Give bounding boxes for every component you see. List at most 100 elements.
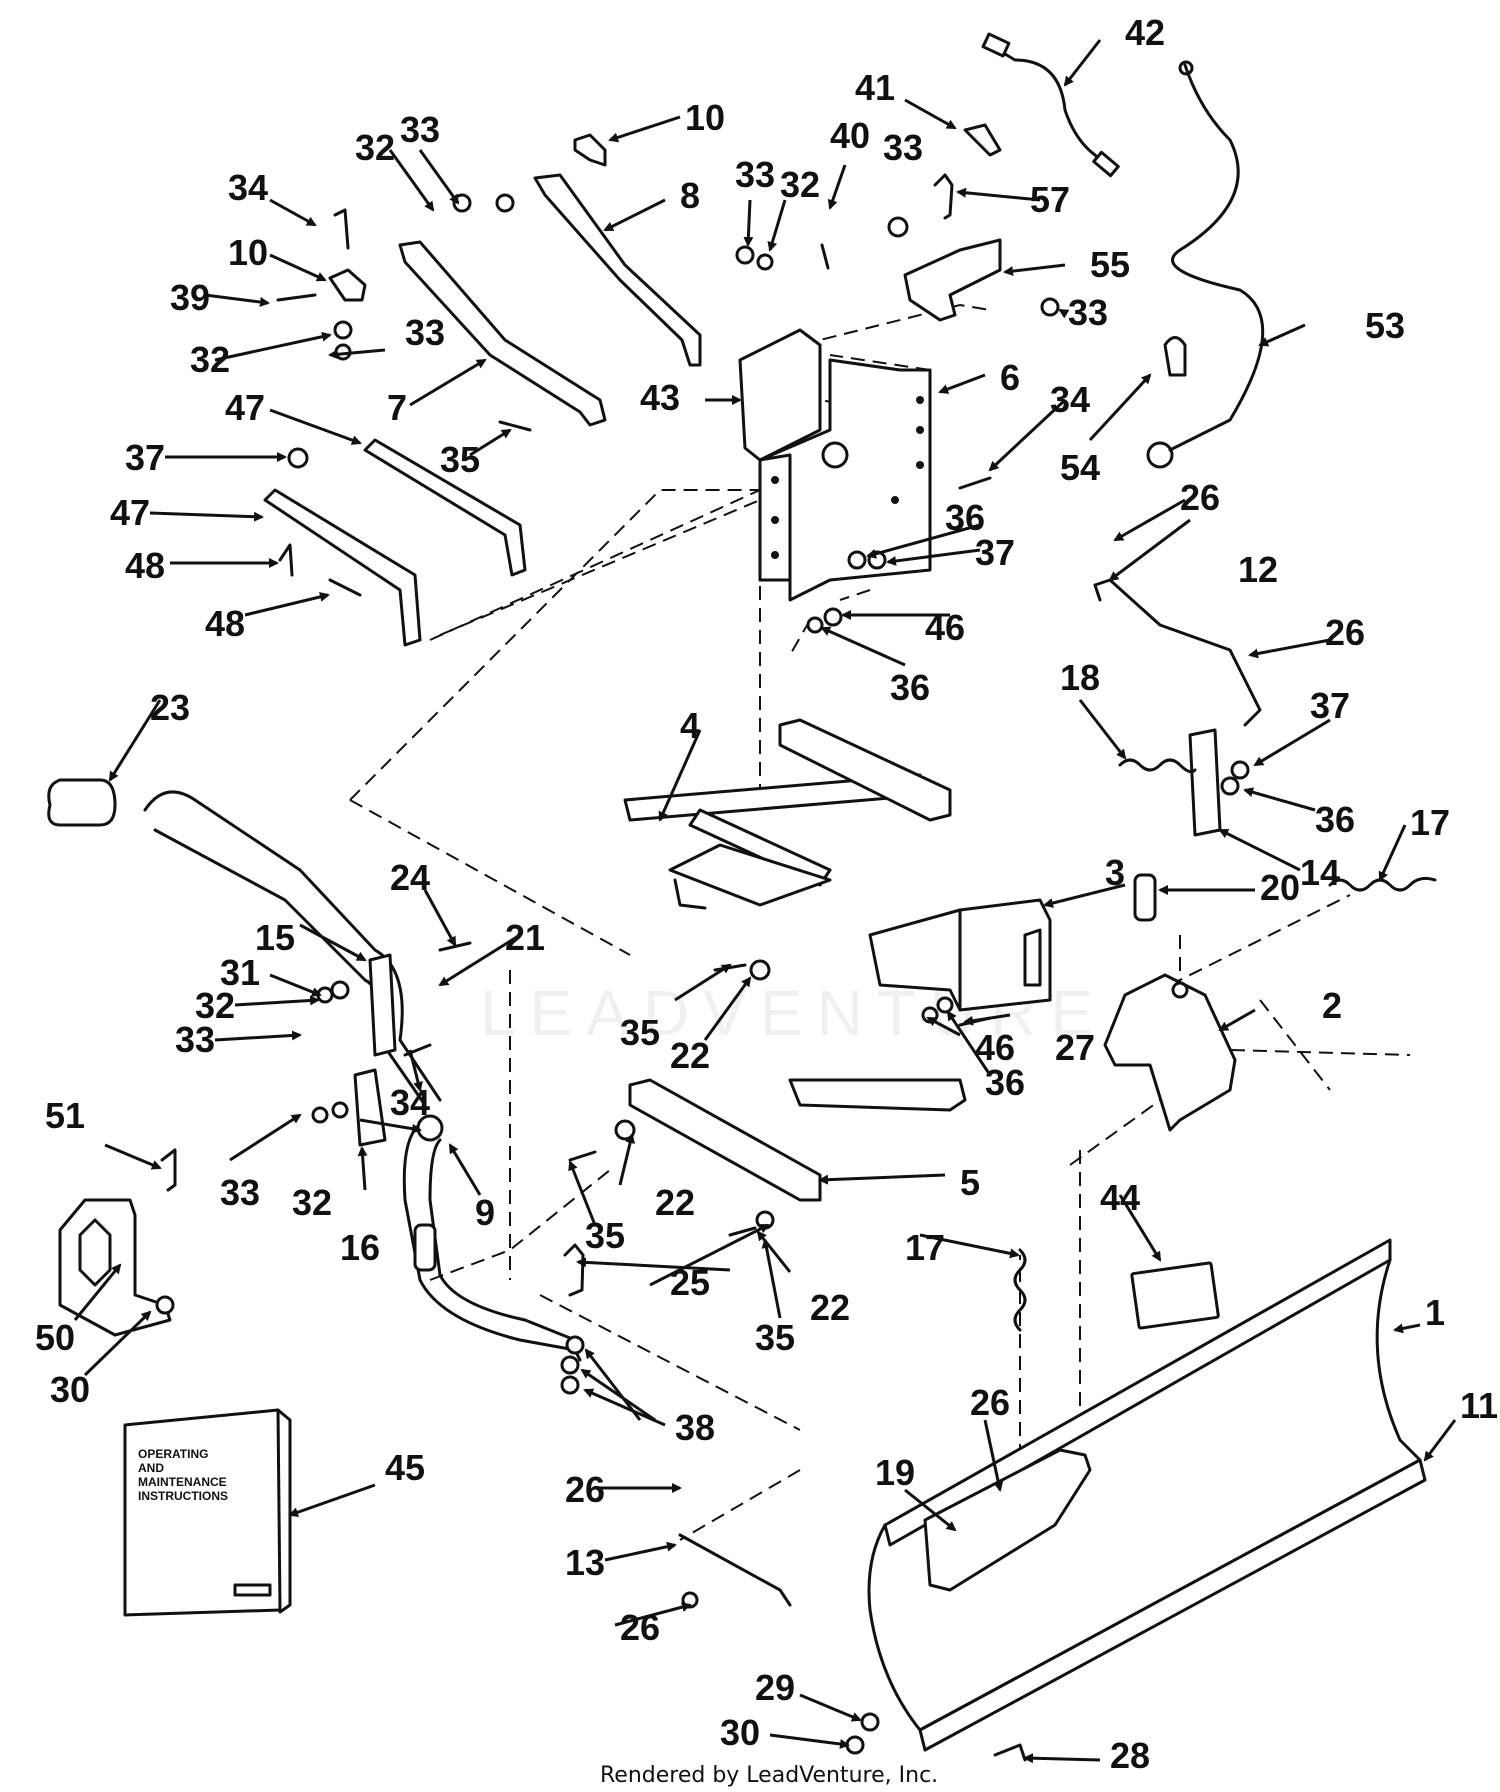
part-label-26: 26 (1325, 612, 1365, 653)
bolt-57 (933, 173, 954, 220)
part-label-23: 23 (150, 687, 190, 728)
part-label-29: 29 (755, 1667, 795, 1708)
part-label-50: 50 (35, 1317, 75, 1358)
part-label-38: 38 (675, 1407, 715, 1448)
part-label-24: 24 (390, 857, 430, 898)
part-label-32: 32 (780, 164, 820, 205)
part-label-22: 22 (670, 1035, 710, 1076)
part-label-34: 34 (390, 1082, 430, 1123)
bracket-50 (58, 1198, 172, 1337)
manual-45: OPERATING AND MAINTENANCE INSTRUCTIONS (123, 1408, 292, 1617)
part-label-54: 54 (1060, 447, 1100, 488)
part-label-21: 21 (505, 917, 545, 958)
frame-5 (628, 1078, 822, 1202)
manual-title-line-1: OPERATING (138, 1447, 208, 1461)
part-label-32: 32 (355, 127, 395, 168)
part-label-33: 33 (175, 1019, 215, 1060)
part-label-26: 26 (565, 1469, 605, 1510)
part-label-36: 36 (1315, 799, 1355, 840)
part-label-5: 5 (960, 1162, 980, 1203)
hardware-lower (155, 941, 1027, 1762)
part-label-7: 7 (387, 387, 407, 428)
part-label-22: 22 (655, 1182, 695, 1223)
part-label-32: 32 (190, 339, 230, 380)
manual-title-line-4: INSTRUCTIONS (138, 1489, 228, 1503)
part-label-44: 44 (1100, 1177, 1140, 1218)
part-label-45: 45 (385, 1447, 425, 1488)
decal-44 (1130, 1261, 1220, 1330)
spring-17b (1013, 1248, 1027, 1332)
part-label-11: 11 (1460, 1385, 1498, 1426)
part-label-1: 1 (1425, 1292, 1445, 1333)
part-label-26: 26 (1180, 477, 1220, 518)
part-label-22: 22 (810, 1287, 850, 1328)
part-label-40: 40 (830, 115, 870, 156)
part-label-47: 47 (110, 492, 150, 533)
part-label-36: 36 (945, 497, 985, 538)
part-label-12: 12 (1238, 549, 1278, 590)
plate-14 (1188, 728, 1222, 837)
part-label-26: 26 (970, 1382, 1010, 1423)
clip-10a (573, 133, 607, 167)
part-label-17: 17 (1410, 802, 1450, 843)
part-label-35: 35 (585, 1215, 625, 1256)
clip-54 (1163, 336, 1187, 377)
bar-47a (363, 438, 527, 577)
part-label-36: 36 (985, 1062, 1025, 1103)
part-label-33: 33 (735, 154, 775, 195)
part-label-33: 33 (400, 109, 440, 150)
manual-title-line-2: AND (138, 1461, 164, 1475)
bolt-51 (160, 1148, 177, 1192)
part-label-8: 8 (680, 175, 700, 216)
rod-13 (678, 1533, 792, 1607)
part-label-16: 16 (340, 1227, 380, 1268)
part-label-57: 57 (1030, 179, 1070, 220)
part-label-33: 33 (220, 1172, 260, 1213)
part-label-26: 26 (620, 1607, 660, 1648)
pin-20 (1133, 873, 1157, 922)
part-label-55: 55 (1090, 244, 1130, 285)
strip-11 (918, 1458, 1427, 1752)
part-label-35: 35 (755, 1317, 795, 1358)
frame-5-arm (788, 1078, 967, 1112)
part-label-42: 42 (1125, 12, 1165, 53)
part-label-19: 19 (875, 1452, 915, 1493)
part-label-43: 43 (640, 377, 680, 418)
footer-credit: Rendered by LeadVenture, Inc. (600, 1763, 938, 1788)
part-label-32: 32 (292, 1182, 332, 1223)
bar-47b (263, 488, 422, 647)
spring-18 (1118, 758, 1197, 774)
part-label-33: 33 (405, 312, 445, 353)
mount-bracket (738, 328, 932, 602)
part-label-10: 10 (685, 97, 725, 138)
part-label-14: 14 (1300, 852, 1340, 893)
bracket-15 (368, 953, 397, 1057)
part-label-15: 15 (255, 917, 295, 958)
part-label-27: 27 (1055, 1027, 1095, 1068)
part-label-31: 31 (220, 952, 260, 993)
part-label-41: 41 (855, 67, 895, 108)
part-label-33: 33 (883, 127, 923, 168)
part-label-48: 48 (205, 603, 245, 644)
spring-17a (1328, 876, 1437, 892)
part-label-30: 30 (50, 1369, 90, 1410)
part-label-53: 53 (1365, 305, 1405, 346)
part-label-3: 3 (1105, 852, 1125, 893)
part-label-18: 18 (1060, 657, 1100, 698)
part-label-28: 28 (1110, 1735, 1150, 1776)
manual-title-line-3: MAINTENANCE (138, 1475, 227, 1489)
part-label-10: 10 (228, 232, 268, 273)
bracket-2 (1103, 973, 1237, 1132)
handle-21 (143, 790, 442, 1102)
part-label-39: 39 (170, 277, 210, 318)
part-label-2: 2 (1322, 985, 1342, 1026)
part-label-46: 46 (975, 1027, 1015, 1068)
clip-41 (963, 123, 1002, 157)
part-label-36: 36 (890, 667, 930, 708)
part-label-34: 34 (1050, 379, 1090, 420)
cable-53 (1168, 63, 1265, 452)
part-label-4: 4 (680, 705, 700, 746)
part-label-17: 17 (905, 1227, 945, 1268)
part-label-47: 47 (225, 387, 265, 428)
